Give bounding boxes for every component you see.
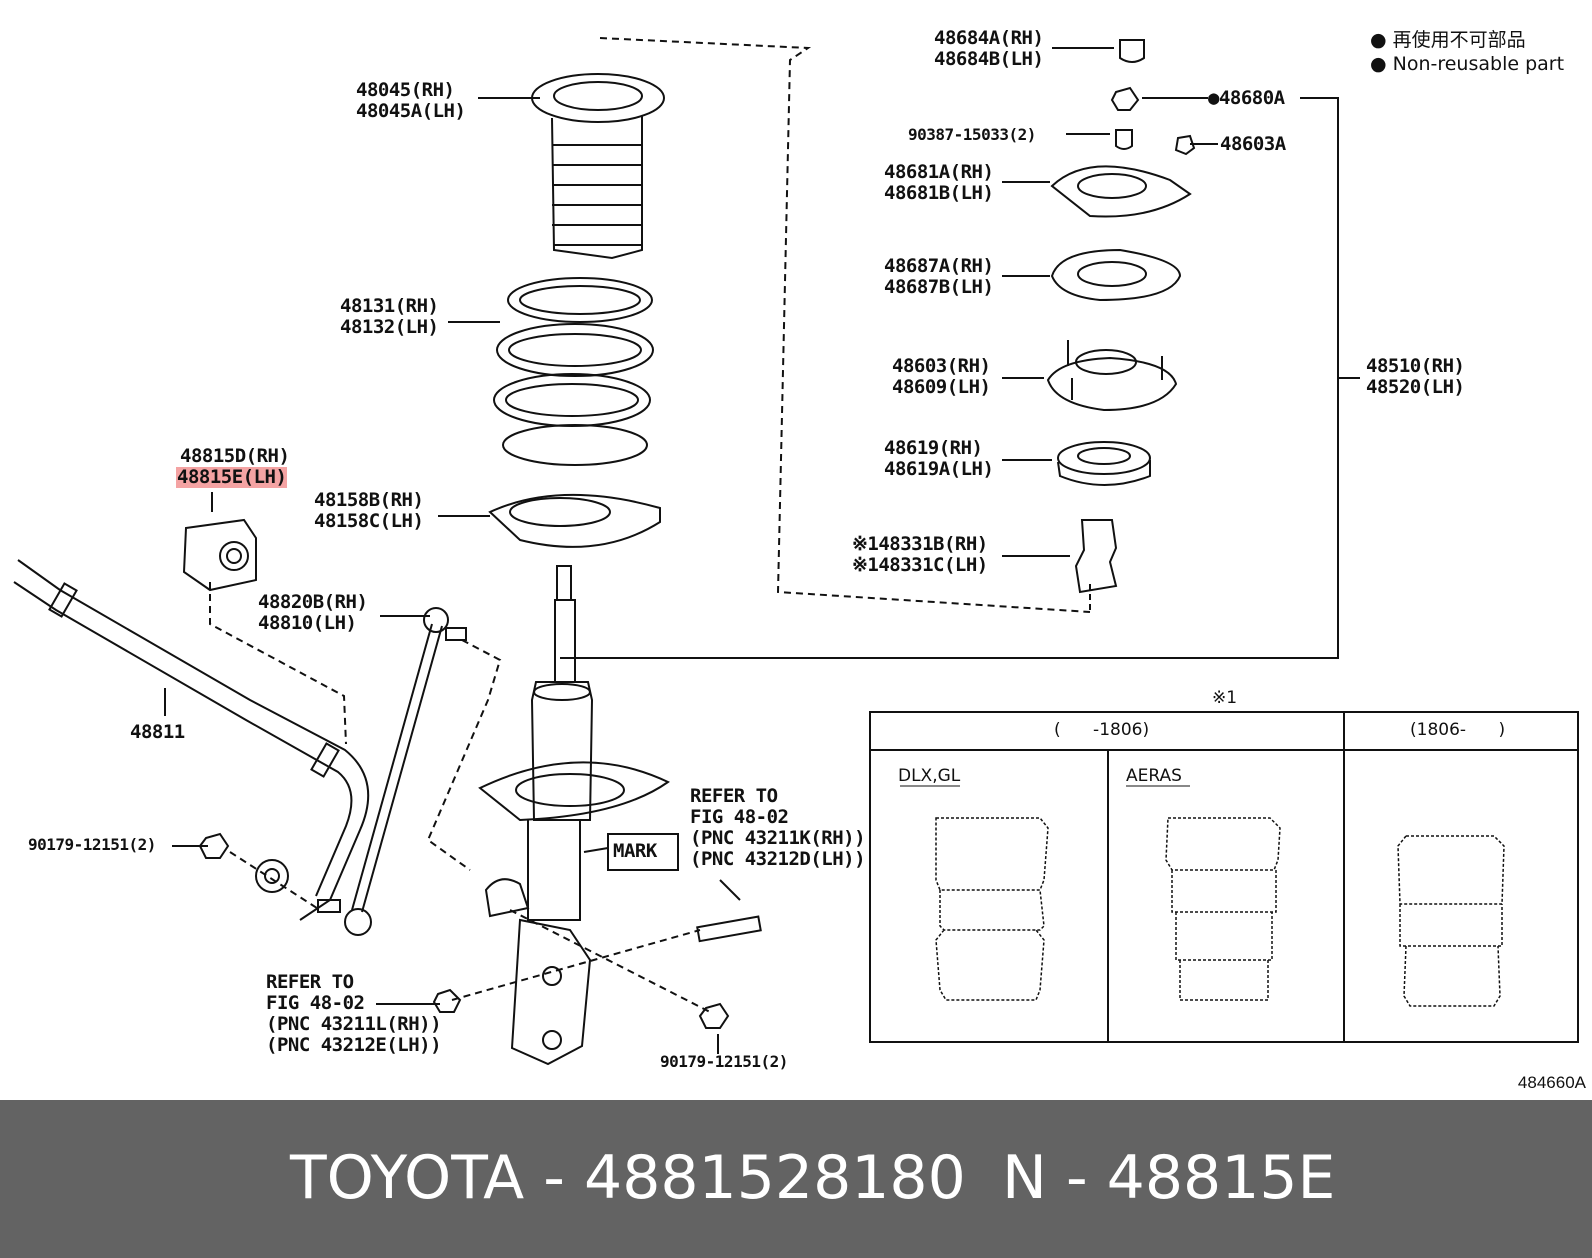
- label-48131[interactable]: 48131(RH) 48132(LH): [340, 295, 439, 338]
- label-90387[interactable]: 90387-15033(2): [908, 125, 1036, 144]
- table-note: ※1: [1212, 688, 1238, 708]
- label-refer-lower[interactable]: REFER TO FIG 48-02 (PNC 43211L(RH)) (PNC…: [266, 971, 442, 1056]
- support-48603: [1046, 356, 1178, 412]
- variant-table: [869, 711, 1579, 1043]
- label-48603[interactable]: 48603(RH) 48609(LH): [892, 355, 991, 398]
- diagram-drawing: [13, 37, 1579, 1066]
- parts-diagram: 48045(RH) 48045A(LH) 48131(RH) 48132(LH)…: [13, 27, 1586, 1092]
- footer-pnc: N - 48815E: [1002, 1143, 1336, 1213]
- footer-brand-part: TOYOTA - 4881528180: [290, 1143, 966, 1213]
- label-90179-right[interactable]: 90179-12151(2): [660, 1052, 788, 1071]
- bolt-right: [696, 915, 762, 943]
- label-refer-upper[interactable]: REFER TO FIG 48-02 (PNC 43211K(RH)) (PNC…: [690, 785, 866, 870]
- assembly-dashed-outline: [599, 37, 1091, 613]
- stabilizer-link-48820: [317, 607, 467, 936]
- nut-90179-b: [698, 1002, 730, 1029]
- label-48687[interactable]: 48687A(RH) 48687B(LH): [884, 255, 994, 298]
- assembly-bracket-line: [560, 97, 1360, 659]
- legend-en: ● Non-reusable part: [1370, 53, 1565, 75]
- footer-bar: TOYOTA - 4881528180 N - 48815E: [0, 1100, 1592, 1258]
- table-col-dlx: DLX,GL: [898, 766, 961, 786]
- bearing-48619: [1057, 441, 1151, 475]
- label-48603a[interactable]: 48603A: [1220, 133, 1286, 155]
- upper-seat-48045: [531, 73, 665, 123]
- label-48331[interactable]: ※148331B(RH) ※148331C(LH): [852, 533, 988, 576]
- label-48619[interactable]: 48619(RH) 48619A(LH): [884, 437, 994, 480]
- label-48045[interactable]: 48045(RH) 48045A(LH): [356, 79, 466, 122]
- label-48681[interactable]: 48681A(RH) 48681B(LH): [884, 161, 994, 204]
- table-range-b: (1806- ): [1410, 720, 1506, 740]
- nut-48603a: [1174, 134, 1196, 156]
- label-48684[interactable]: 48684A(RH) 48684B(LH): [934, 27, 1044, 70]
- label-48815e-highlighted[interactable]: 48815E(LH): [176, 466, 288, 488]
- gasket-48687: [1050, 248, 1182, 302]
- label-48158[interactable]: 48158B(RH) 48158C(LH): [314, 489, 424, 532]
- figure-id: 484660A: [1517, 1073, 1586, 1092]
- label-48811[interactable]: 48811: [130, 721, 185, 743]
- nut-left-lower: [432, 988, 462, 1013]
- shock-absorber-strut: [478, 565, 670, 1066]
- coil-spring-48131: [493, 277, 654, 466]
- mark-box: [607, 833, 679, 871]
- label-48680a[interactable]: ●48680A: [1208, 87, 1285, 109]
- label-48820[interactable]: 48820B(RH) 48810(LH): [258, 591, 368, 634]
- label-48510[interactable]: 48510(RH) 48520(LH): [1366, 355, 1465, 398]
- stabilizer-bar-48811: [17, 559, 370, 921]
- cap-48684: [1119, 39, 1145, 63]
- collar-90387: [1115, 129, 1133, 150]
- label-90179-left[interactable]: 90179-12151(2): [28, 835, 156, 854]
- legend-jp: ● 再使用不可部品: [1370, 29, 1526, 51]
- plate-48681: [1050, 165, 1192, 218]
- label-mark: MARK: [613, 840, 657, 862]
- label-48815d[interactable]: 48815D(RH): [180, 445, 290, 467]
- bushing-48815: [182, 518, 257, 592]
- nut-90179-a: [198, 832, 230, 859]
- bump-stopper-48331: [1074, 519, 1118, 594]
- table-col-aeras: AERAS: [1126, 766, 1182, 786]
- table-range-a: ( -1806): [1054, 720, 1150, 740]
- nut-48680a: [1110, 86, 1140, 111]
- insulator-48158: [488, 494, 661, 548]
